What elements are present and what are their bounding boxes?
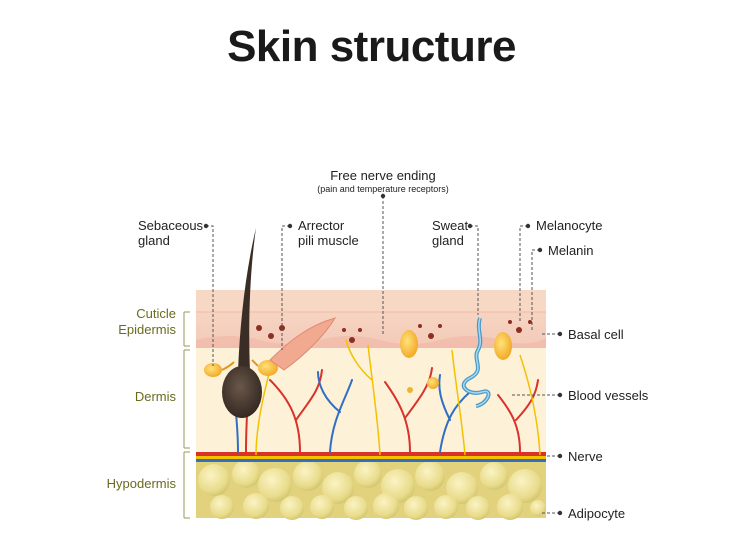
- blood-vessel-branches: [235, 367, 539, 453]
- label-arrector-1: Arrector: [298, 218, 345, 233]
- main-vein: [196, 459, 546, 462]
- basal-layer: [196, 336, 546, 348]
- label-sweat-1: Sweat: [432, 218, 469, 233]
- label-basal-cell: Basal cell: [568, 327, 624, 342]
- main-artery: [196, 452, 546, 456]
- melanocytes: [256, 320, 532, 343]
- leader-dots: [203, 193, 563, 516]
- adipocyte-cluster: [198, 460, 546, 520]
- label-sebaceous-gland-1: Sebaceous: [138, 218, 204, 233]
- hair-shaft: [238, 228, 256, 372]
- label-blood-vessels: Blood vessels: [568, 388, 649, 403]
- label-cuticle: Cuticle: [136, 306, 176, 321]
- arrector-pili-muscle: [269, 317, 337, 371]
- diagram-title: Skin structure: [227, 22, 516, 71]
- label-adipocyte: Adipocyte: [568, 506, 625, 521]
- label-free-nerve-ending: Free nerve ending: [330, 168, 436, 183]
- receptors: [400, 330, 512, 393]
- label-melanin: Melanin: [548, 243, 594, 258]
- main-nerve: [196, 456, 546, 459]
- sebaceous-gland: [204, 359, 278, 377]
- hair-bulb: [222, 366, 262, 418]
- label-sweat-2: gland: [432, 233, 464, 248]
- nerve-branches: [255, 339, 541, 456]
- label-nerve: Nerve: [568, 449, 603, 464]
- sweat-gland: [461, 317, 491, 408]
- label-sebaceous-gland-2: gland: [138, 233, 170, 248]
- layer-bracket: [183, 311, 190, 519]
- cuticle-layer: [196, 290, 546, 312]
- label-arrector-2: pili muscle: [298, 233, 359, 248]
- leader-lines: [206, 196, 560, 514]
- label-epidermis: Epidermis: [118, 322, 176, 337]
- label-hypodermis: Hypodermis: [107, 476, 177, 491]
- label-melanocyte: Melanocyte: [536, 218, 602, 233]
- label-dermis: Dermis: [135, 389, 177, 404]
- label-free-nerve-ending-sub: (pain and temperature receptors): [317, 184, 449, 194]
